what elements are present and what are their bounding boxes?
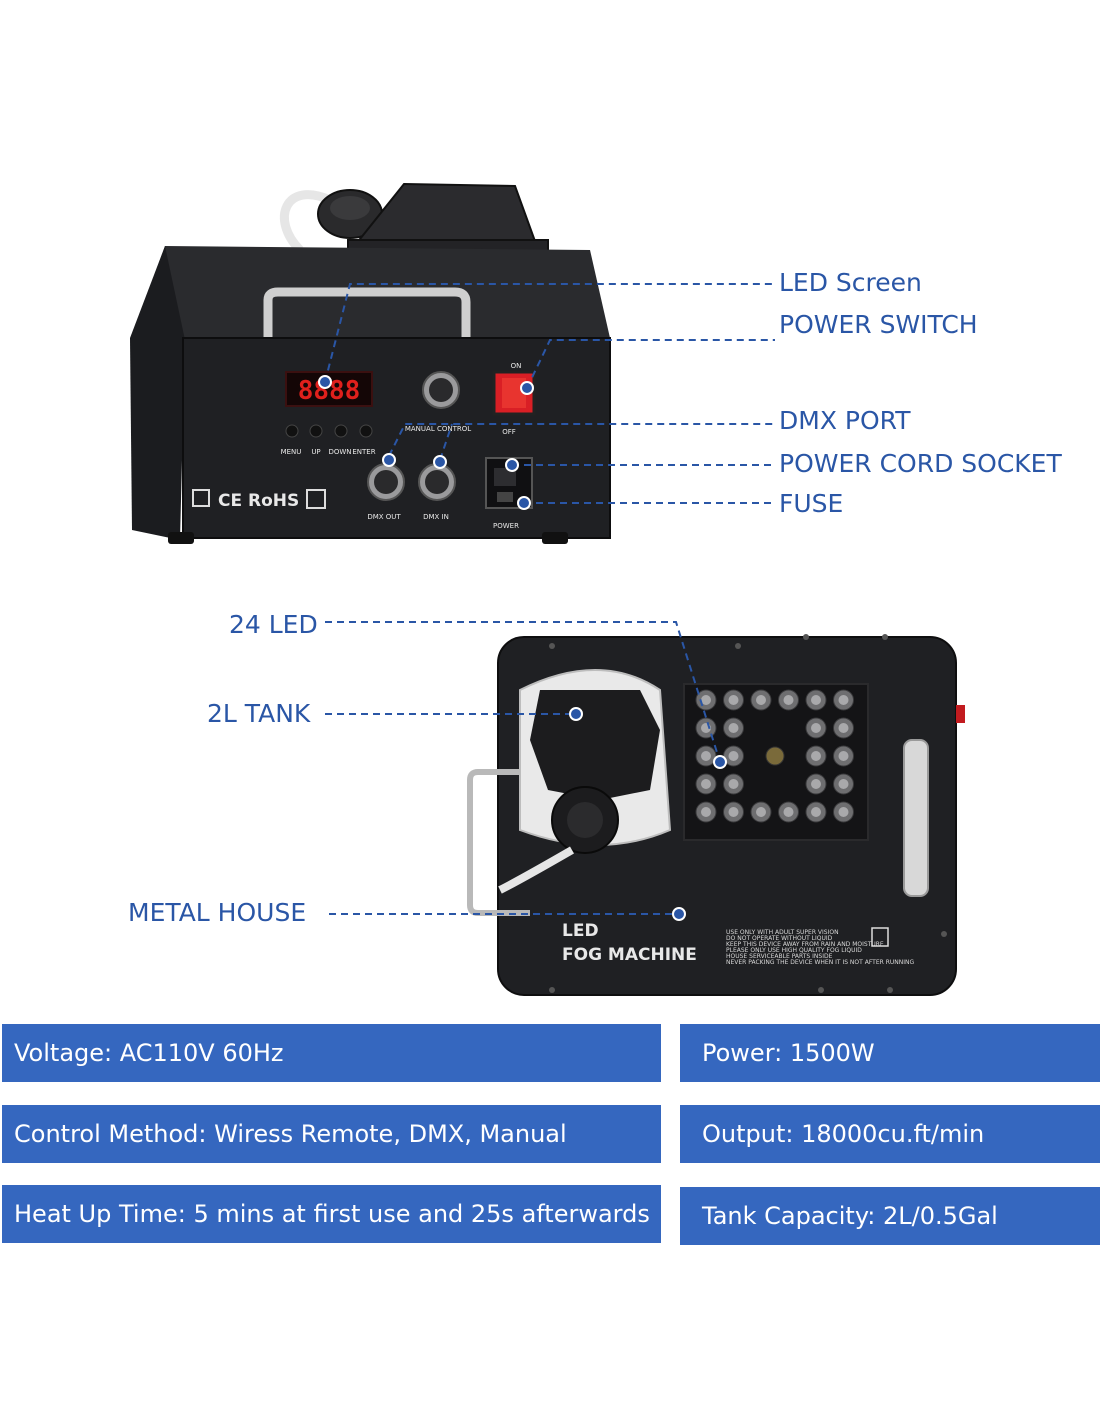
callout-power-cord-socket: POWER CORD SOCKET: [779, 449, 1062, 478]
up-label: UP: [311, 448, 320, 456]
enter-label: ENTER: [352, 448, 375, 456]
led-lens: [701, 695, 711, 705]
warning-line: HOUSE SERVICEABLE PARTS INSIDE: [726, 953, 833, 960]
callout-fuse: FUSE: [779, 489, 844, 518]
flame-warning-icon: [871, 927, 889, 947]
front-handle: [903, 739, 929, 897]
spec-output: Output: 18000cu.ft/min: [680, 1105, 1100, 1163]
dmx-out-label: DMX OUT: [367, 513, 401, 521]
led-lens: [811, 779, 821, 789]
callout-dots-top: [318, 375, 534, 510]
center-sensor: [765, 746, 785, 766]
callout-2l-tank: 2L TANK: [207, 699, 311, 728]
brand-line-2: FOG MACHINE: [562, 945, 697, 965]
side-panel: [130, 246, 185, 540]
callout-led-screen: LED Screen: [779, 268, 922, 297]
fuse-holder[interactable]: [497, 492, 513, 502]
tank-nozzle: [530, 690, 660, 800]
led-lens: [838, 807, 849, 817]
manual-control-label: MANUAL CONTROL: [405, 425, 471, 433]
enter-button[interactable]: [359, 424, 373, 438]
led-lens: [811, 807, 821, 817]
front-hose: [498, 846, 574, 894]
power-label: POWER: [493, 522, 519, 530]
callout-dmx-port: DMX PORT: [779, 406, 911, 435]
led-lens: [838, 695, 849, 705]
callout-power-switch: POWER SWITCH: [779, 310, 978, 339]
spec-heat-up-time: Heat Up Time: 5 mins at first use and 25…: [2, 1185, 661, 1243]
rear-panel: [182, 337, 611, 539]
led-lens: [701, 751, 711, 761]
foot-left: [168, 532, 194, 544]
side-handle: [467, 769, 530, 916]
led-lens: [728, 723, 739, 733]
led-lens: [811, 695, 821, 705]
spec-control-method: Control Method: Wiress Remote, DMX, Manu…: [2, 1105, 661, 1163]
warning-line: PLEASE ONLY USE HIGH QUALITY FOG LIQUID: [726, 947, 862, 954]
led-lens: [756, 695, 766, 705]
side-switch: [956, 705, 965, 723]
warning-line: NEVER PACKING THE DEVICE WHEN IT IS NOT …: [726, 959, 914, 966]
fog-machine-front-view: LED FOG MACHINE USE ONLY WITH ADULT SUPE…: [325, 621, 965, 996]
spec-voltage: Voltage: AC110V 60Hz: [2, 1024, 661, 1082]
led-lens: [728, 695, 739, 705]
power-switch-rocker: [502, 378, 526, 408]
callout-dots-bottom: [569, 707, 727, 921]
led-lens: [756, 807, 766, 817]
led-lens: [811, 751, 821, 761]
down-button[interactable]: [334, 424, 348, 438]
menu-label: MENU: [281, 448, 302, 456]
spec-tank-capacity: Tank Capacity: 2L/0.5Gal: [680, 1187, 1100, 1245]
callout-metal-house: METAL HOUSE: [128, 898, 307, 927]
callout-lines-bottom: [325, 621, 721, 915]
dmx-in-label: DMX IN: [423, 513, 449, 521]
switch-on-label: ON: [511, 362, 522, 370]
led-grid: [695, 689, 854, 823]
up-button[interactable]: [309, 424, 323, 438]
callout-24-led: 24 LED: [229, 610, 318, 639]
menu-button[interactable]: [285, 424, 299, 438]
led-lens: [838, 751, 849, 761]
led-lens: [783, 807, 794, 817]
fog-machine-rear-view: 8888 MENU UP DOWN ENTER MANUAL CONTROL D…: [130, 182, 775, 544]
led-lens: [838, 723, 849, 733]
carry-handle: [263, 287, 471, 338]
led-lens: [838, 779, 849, 789]
led-lens: [728, 779, 739, 789]
callout-lines-top: [324, 283, 775, 504]
led-lens: [811, 723, 821, 733]
fluid-hose: [279, 190, 332, 254]
led-lens: [783, 695, 794, 705]
warning-line: KEEP THIS DEVICE AWAY FROM RAIN AND MOIS…: [726, 941, 884, 948]
certification-marks: CE RoHS: [218, 491, 299, 511]
led-lens: [701, 779, 711, 789]
housing-screws: [549, 634, 947, 993]
down-label: DOWN: [328, 448, 351, 456]
led-lens: [728, 807, 739, 817]
warning-line: DO NOT OPERATE WITHOUT LIQUID: [726, 935, 833, 942]
led-lens: [701, 807, 711, 817]
warning-line: USE ONLY WITH ADULT SUPER VISION: [726, 929, 839, 936]
tank-cap-top: [330, 196, 370, 220]
switch-off-label: OFF: [502, 428, 516, 436]
foot-right: [542, 532, 568, 544]
flammable-warning-icon: [306, 489, 326, 509]
grounding-icon: [192, 489, 210, 507]
led-lens: [728, 751, 739, 761]
brand-line-1: LED: [562, 921, 599, 941]
spec-power: Power: 1500W: [680, 1024, 1100, 1082]
